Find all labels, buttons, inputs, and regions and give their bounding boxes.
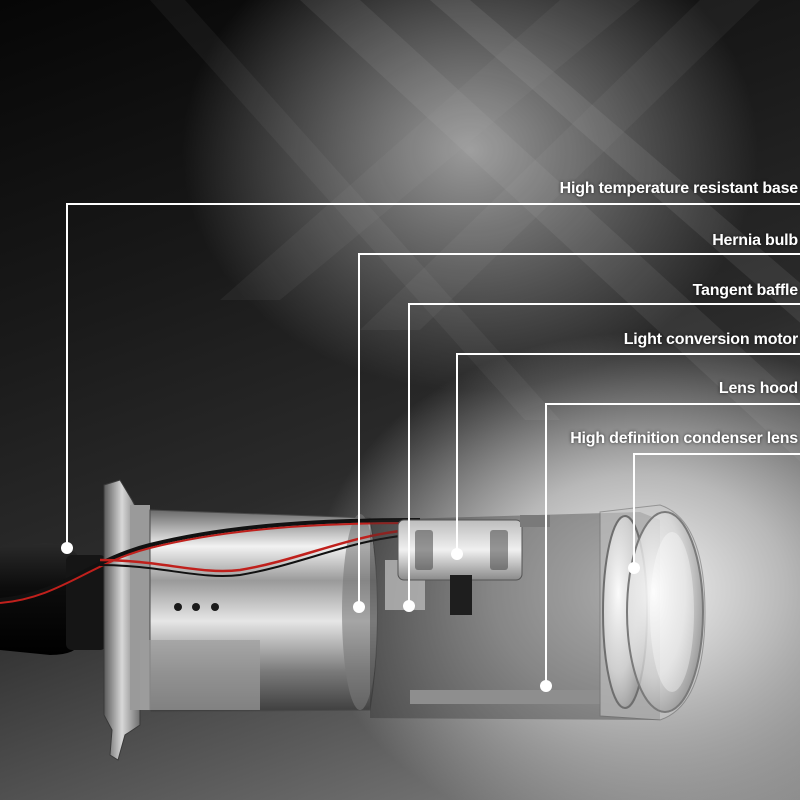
label-lens: High definition condenser lens bbox=[570, 430, 798, 447]
callout-dot-lens bbox=[628, 562, 640, 574]
callout-dot-baffle bbox=[403, 600, 415, 612]
leader-line-baffle bbox=[408, 303, 800, 606]
label-bulb: Hernia bulb bbox=[712, 232, 798, 249]
callout-dot-hood bbox=[540, 680, 552, 692]
leader-line-motor bbox=[456, 353, 800, 554]
label-hood: Lens hood bbox=[718, 380, 798, 397]
chrome-body bbox=[140, 509, 378, 713]
wires bbox=[0, 518, 421, 604]
background-streaks bbox=[150, 0, 800, 462]
mounting-flange bbox=[103, 479, 150, 761]
label-motor: Light conversion motor bbox=[623, 331, 798, 348]
leader-line-base bbox=[66, 203, 800, 548]
lens-assembly bbox=[599, 504, 706, 721]
leader-line-bulb bbox=[358, 253, 800, 607]
callout-dot-base bbox=[61, 542, 73, 554]
label-base: High temperature resistant base bbox=[559, 180, 799, 197]
leader-line-hood bbox=[545, 403, 800, 686]
leader-lines bbox=[66, 203, 800, 686]
callout-dot-bulb bbox=[353, 601, 365, 613]
callout-dot-motor bbox=[451, 548, 463, 560]
leader-line-lens bbox=[633, 453, 800, 568]
callout-dots bbox=[61, 542, 640, 692]
label-baffle: Tangent baffle bbox=[692, 282, 799, 299]
